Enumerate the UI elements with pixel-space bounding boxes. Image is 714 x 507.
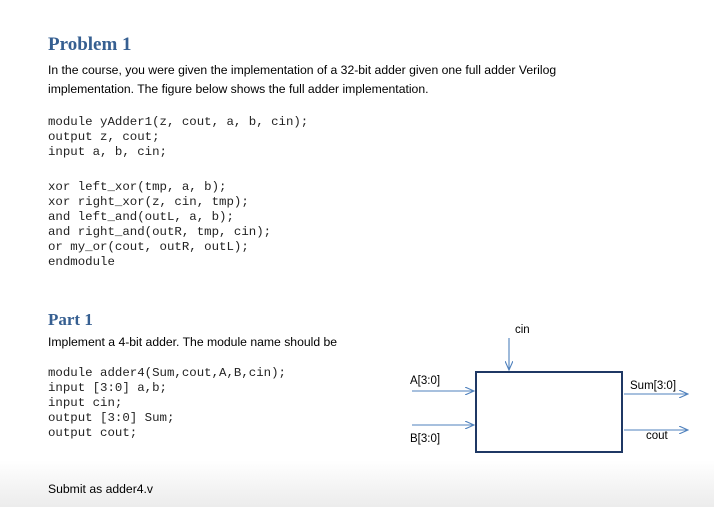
problem-heading: Problem 1: [48, 34, 132, 55]
code-line: input [3:0] a,b;: [48, 381, 167, 395]
cin-label: cin: [515, 324, 530, 336]
code-line: input a, b, cin;: [48, 145, 167, 159]
code-line: output [3:0] Sum;: [48, 411, 175, 425]
page-bottom-shadow: [0, 460, 714, 507]
code-line: or my_or(cout, outR, outL);: [48, 240, 249, 254]
part-description: Implement a 4-bit adder. The module name…: [48, 335, 338, 349]
intro-paragraph-line-1: In the course, you were given the implem…: [48, 63, 557, 77]
adder-box: [475, 371, 623, 453]
code-block-adder4: module adder4(Sum,cout,A,B,cin); input […: [48, 366, 286, 441]
b-input-label: B[3:0]: [410, 433, 440, 445]
code-line: and right_and(outR, tmp, cin);: [48, 225, 272, 239]
code-line: and left_and(outL, a, b);: [48, 210, 234, 224]
code-line: module adder4(Sum,cout,A,B,cin);: [48, 366, 286, 380]
submit-instruction: Submit as adder4.v: [48, 482, 154, 496]
code-block-gates: xor left_xor(tmp, a, b); xor right_xor(z…: [48, 180, 271, 270]
code-line: input cin;: [48, 396, 123, 410]
cout-output-label: cout: [646, 430, 669, 442]
code-line: output z, cout;: [48, 130, 160, 144]
a-input-label: A[3:0]: [410, 375, 440, 387]
code-line: xor left_xor(tmp, a, b);: [48, 180, 227, 194]
code-line: module yAdder1(z, cout, a, b, cin);: [48, 115, 309, 129]
intro-paragraph-line-2: implementation. The figure below shows t…: [48, 82, 429, 96]
code-line: endmodule: [48, 255, 115, 269]
code-block-module-header: module yAdder1(z, cout, a, b, cin); outp…: [48, 115, 308, 160]
part-heading: Part 1: [48, 310, 93, 329]
code-line: xor right_xor(z, cin, tmp);: [48, 195, 249, 209]
sum-output-label: Sum[3:0]: [630, 380, 676, 392]
adder-block-diagram: cin A[3:0] B[3:0] Sum[3:0] cout: [410, 324, 700, 453]
code-line: output cout;: [48, 426, 138, 440]
